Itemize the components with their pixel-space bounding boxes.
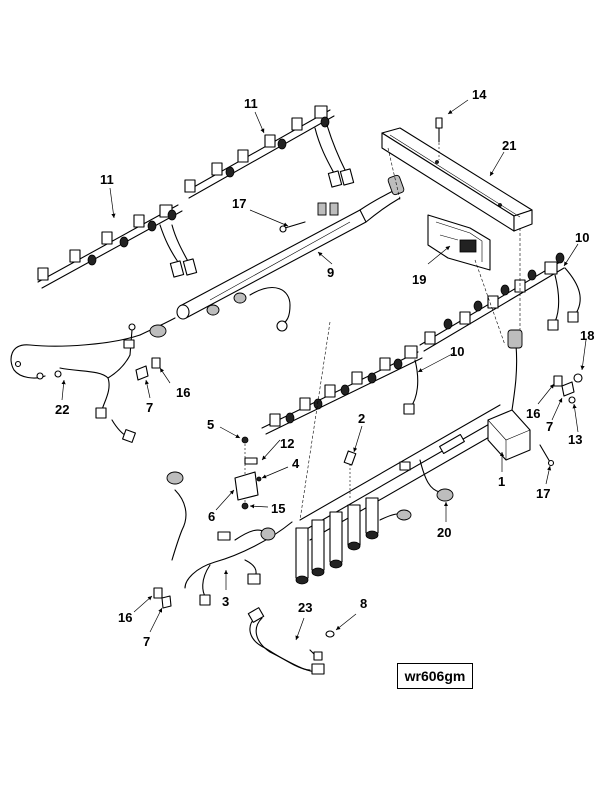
callout-9: 9 xyxy=(327,265,334,280)
reference-code: wr606gm xyxy=(404,668,466,684)
upper-wire-harness xyxy=(37,105,405,336)
callout-1: 1 xyxy=(498,474,505,489)
lower-left-harness xyxy=(166,471,293,606)
callout-17-top: 17 xyxy=(232,196,246,211)
callout-14: 14 xyxy=(472,87,487,102)
left-harness xyxy=(10,323,167,443)
callout-11-left: 11 xyxy=(100,172,114,187)
callout-22: 22 xyxy=(55,402,69,417)
callout-18: 18 xyxy=(580,328,594,343)
callout-16-right: 16 xyxy=(526,406,540,421)
callout-10-right: 10 xyxy=(575,230,589,245)
callout-17-right: 17 xyxy=(536,486,550,501)
callout-11-top: 11 xyxy=(244,96,258,111)
callout-2: 2 xyxy=(358,411,365,426)
callout-12: 12 xyxy=(280,436,294,451)
callout-16-left: 16 xyxy=(176,385,190,400)
coiled-cable-23 xyxy=(247,607,325,675)
callout-23: 23 xyxy=(298,600,312,615)
mounting-bracket xyxy=(381,127,533,232)
callout-19: 19 xyxy=(412,272,426,287)
connector-16-left xyxy=(151,357,161,369)
grommet-8 xyxy=(325,630,335,638)
callout-16-bottom: 16 xyxy=(118,610,132,625)
callout-6: 6 xyxy=(208,509,215,524)
clip-7-right xyxy=(561,381,575,397)
callout-13: 13 xyxy=(568,432,582,447)
callout-10-middle: 10 xyxy=(450,344,464,359)
callout-15: 15 xyxy=(271,501,285,516)
callout-labels: 11 11 14 21 17 9 19 10 10 18 16 7 22 5 2… xyxy=(55,87,594,649)
main-harness-assembly xyxy=(295,329,531,585)
clip-7-left xyxy=(135,365,149,381)
callout-7-right: 7 xyxy=(546,419,553,434)
callout-20: 20 xyxy=(437,525,451,540)
clip-7-bottom xyxy=(161,595,172,609)
hardware-stack xyxy=(234,436,262,510)
sensor-module xyxy=(427,214,491,271)
bolt-14 xyxy=(435,117,443,143)
connector-16-bottom xyxy=(153,587,163,599)
grommet-18 xyxy=(573,373,583,383)
callout-3: 3 xyxy=(222,594,229,609)
callout-21: 21 xyxy=(502,138,516,153)
callout-5: 5 xyxy=(207,417,214,432)
connector-2 xyxy=(343,450,357,500)
bolt-17-right xyxy=(539,444,555,467)
callout-4: 4 xyxy=(292,456,300,471)
reference-code-box: wr606gm xyxy=(397,663,473,689)
callout-7-bottom: 7 xyxy=(143,634,150,649)
callout-7-left: 7 xyxy=(146,400,153,415)
nut-13 xyxy=(568,396,576,404)
callout-8: 8 xyxy=(360,596,367,611)
connector-16-right xyxy=(553,375,563,387)
callout-leaders xyxy=(61,99,587,641)
